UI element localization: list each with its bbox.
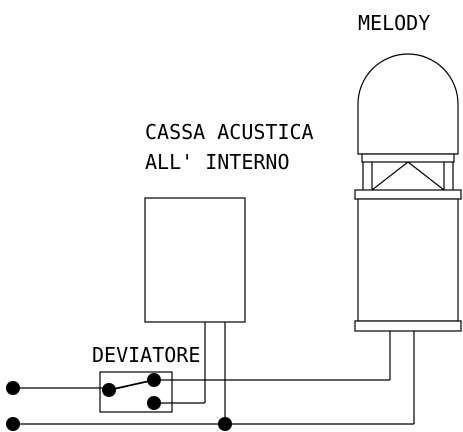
speaker-label-line2: ALL' INTERNO (145, 150, 290, 174)
siren-neck (362, 161, 454, 191)
siren-body-top (354, 189, 462, 200)
input-terminal-2 (6, 417, 20, 431)
melody-label: MELODY (358, 11, 430, 35)
melody-siren (354, 53, 462, 332)
siren-collar (361, 153, 455, 163)
siren-base (354, 320, 462, 332)
speaker-box (144, 197, 246, 323)
siren-dome (357, 53, 459, 155)
junction-dot (218, 417, 232, 431)
deviator-switch (99, 371, 173, 413)
speaker-label-line1: CASSA ACUSTICA (145, 120, 314, 144)
switch-lever (108, 379, 155, 391)
siren-body (357, 198, 459, 322)
switch-label: DEVIATORE (92, 343, 200, 367)
wiring (13, 322, 415, 425)
input-terminal-1 (6, 381, 20, 395)
